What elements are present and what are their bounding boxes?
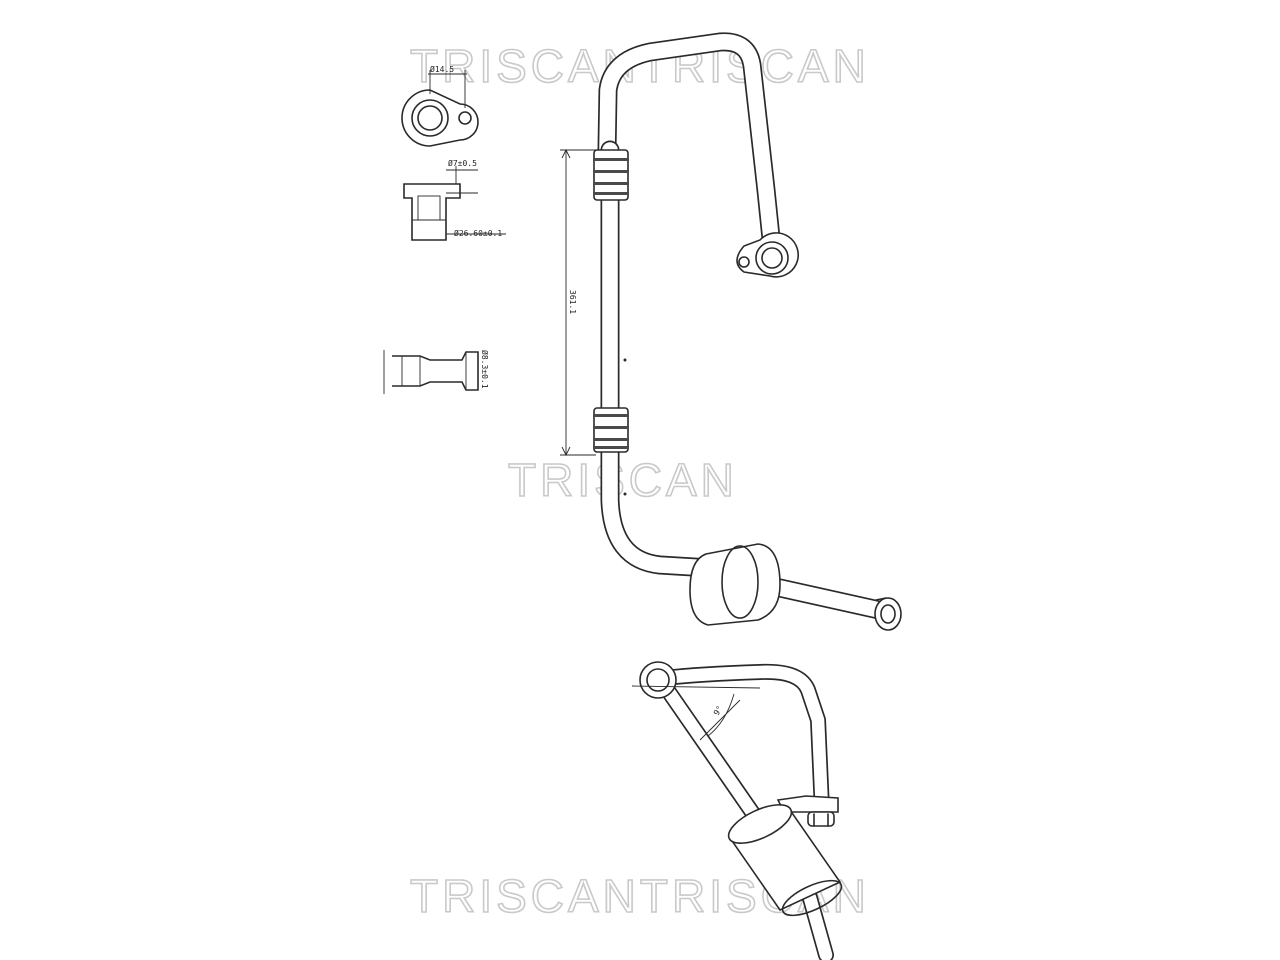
lower-view-assembly: 9° bbox=[631, 661, 843, 960]
dim-length: 361.1 bbox=[568, 290, 577, 314]
dim-nut-outer: Ø7±0.5 bbox=[448, 158, 477, 168]
dim-flange-hole: Ø14.5 bbox=[430, 64, 454, 74]
dim-angle: 9° bbox=[712, 704, 725, 717]
detail-flange: Ø14.5 bbox=[401, 64, 479, 147]
dim-nut-base: Ø26.60±0.1 bbox=[454, 228, 502, 238]
dim-pipe-end: Ø8.3±0.1 bbox=[480, 350, 490, 389]
watermark-middle: TRISCAN bbox=[508, 454, 738, 506]
detail-pipe-end: Ø8.3±0.1 bbox=[383, 350, 490, 394]
main-pipe-assembly: 361.1 bbox=[560, 32, 902, 631]
detail-nut: Ø7±0.5 Ø26.60±0.1 bbox=[403, 158, 506, 241]
